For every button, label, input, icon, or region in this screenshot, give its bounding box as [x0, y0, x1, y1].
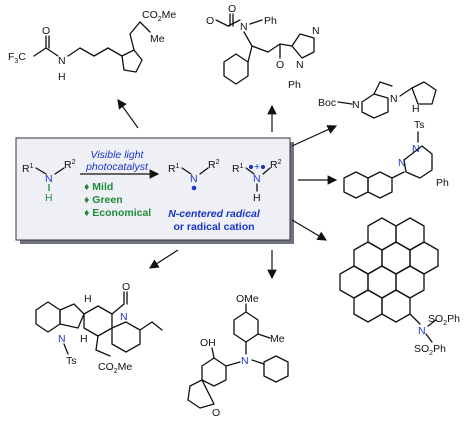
- svg-text:OMe: OMe: [236, 293, 259, 305]
- product-triarylamine-phenol: OMe Me N OH O: [187, 293, 289, 419]
- product-imidazole-carbamate: O O N Ph O N N Ph: [206, 3, 320, 91]
- benefit-list: ♦ Mild ♦ Green ♦ Economical: [84, 181, 151, 219]
- svg-text:+: +: [254, 161, 260, 173]
- r1-label: R1: [22, 163, 34, 175]
- co2me-label: CO2Me: [142, 9, 176, 23]
- svg-text:H: H: [412, 103, 420, 115]
- reagent-line1: Visible light: [91, 149, 145, 161]
- svg-text:N: N: [312, 25, 320, 37]
- so2ph-2: SO2Ph: [414, 343, 446, 357]
- svg-text:N: N: [253, 173, 261, 185]
- product-naphthyl-dihydropyridazine: Ts N N Ph: [343, 119, 449, 199]
- svg-text:N: N: [58, 333, 66, 345]
- svg-text:Ph: Ph: [436, 177, 449, 189]
- svg-text:N: N: [398, 157, 406, 169]
- svg-text:N: N: [418, 325, 426, 337]
- svg-text:O: O: [122, 281, 130, 293]
- r2-label: R2: [64, 159, 76, 171]
- svg-text:H: H: [253, 192, 261, 204]
- n-centered-radical: R1 N R2: [168, 159, 220, 191]
- svg-text:♦ Green: ♦ Green: [84, 194, 123, 206]
- product-boc-diazabicycle: Boc N N H: [318, 81, 437, 119]
- svg-text:O: O: [212, 407, 220, 419]
- svg-text:N: N: [390, 93, 398, 105]
- svg-text:N: N: [241, 355, 249, 367]
- product-tetracyclic-lactam: N Ts H H O N CO2Me: [35, 281, 163, 375]
- svg-text:N: N: [296, 59, 304, 71]
- so2ph-1: SO2Ph: [428, 313, 460, 327]
- svg-text:♦ Economical: ♦ Economical: [84, 207, 151, 219]
- f3c-label: F3C: [8, 51, 26, 65]
- svg-text:N: N: [240, 21, 248, 33]
- svg-text:R1: R1: [232, 163, 244, 175]
- reactant-amine: R1 N R2 H: [22, 159, 76, 204]
- svg-text:OH: OH: [200, 337, 216, 349]
- svg-text:N: N: [412, 143, 420, 155]
- svg-text:R2: R2: [270, 159, 282, 171]
- svg-text:Ph: Ph: [288, 79, 301, 91]
- svg-text:H: H: [58, 71, 66, 83]
- amine-n: N: [45, 173, 53, 185]
- svg-text:O: O: [228, 3, 236, 15]
- svg-text:O: O: [206, 15, 214, 27]
- n-radical-cation: R1 N R2 + H: [232, 159, 282, 204]
- svg-text:Ts: Ts: [414, 119, 425, 131]
- svg-text:N: N: [58, 55, 66, 67]
- svg-text:♦ Mild: ♦ Mild: [84, 181, 113, 193]
- caption-line1: N-centered radical: [168, 208, 261, 220]
- svg-text:Me: Me: [270, 333, 285, 345]
- svg-text:O: O: [276, 59, 284, 71]
- amine-h: H: [45, 192, 53, 204]
- reagent-line2: photocatalyst: [85, 161, 149, 173]
- radiating-arrows: [117, 99, 338, 280]
- center-reaction-box: R1 N R2 H Visible light photocatalyst ♦ …: [15, 137, 294, 244]
- svg-text:N: N: [190, 173, 198, 185]
- svg-text:R1: R1: [168, 163, 180, 175]
- product-pah-sulfonimide: N SO2Ph SO2Ph: [339, 217, 460, 357]
- svg-text:H: H: [84, 293, 92, 305]
- svg-text:N: N: [120, 311, 128, 323]
- caption-line2: or radical cation: [173, 221, 254, 233]
- svg-text:Boc: Boc: [318, 97, 336, 109]
- svg-text:R2: R2: [208, 159, 220, 171]
- svg-text:Ph: Ph: [264, 15, 277, 27]
- svg-text:O: O: [42, 25, 50, 37]
- svg-text:N: N: [352, 99, 360, 111]
- co2me-label-2: CO2Me: [98, 361, 132, 375]
- svg-text:H: H: [80, 333, 88, 345]
- svg-text:Ts: Ts: [66, 355, 77, 367]
- svg-text:Me: Me: [150, 33, 165, 45]
- product-trifluoroacetamide: F3C O N H CO2Me Me: [8, 9, 176, 83]
